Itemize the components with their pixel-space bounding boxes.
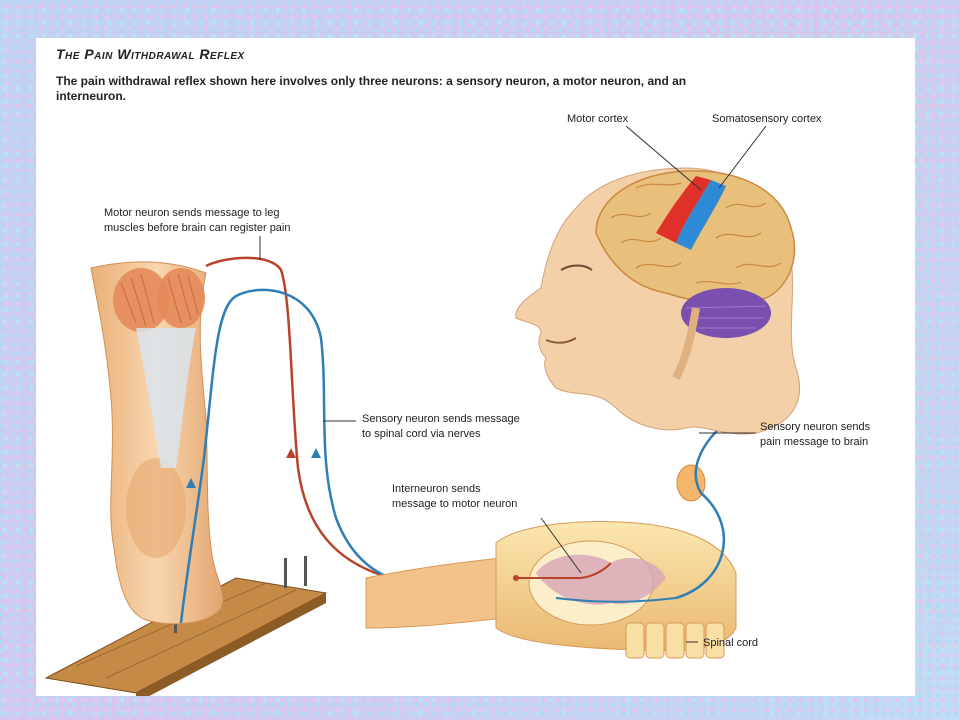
sensory-brain-label-line2: pain message to brain (760, 436, 869, 448)
page-title: The Pain Withdrawal Reflex (56, 46, 245, 62)
motor-neuron-label-line2: muscles before brain can register pain (104, 222, 291, 234)
slide: The Pain Withdrawal Reflex The pain with… (36, 38, 915, 696)
sensory-spinal-label-line1: Sensory neuron sends message (362, 413, 520, 425)
spinal-cord (365, 521, 737, 659)
spinal-cord-label: Spinal cord (703, 637, 759, 649)
dorsal-root-ganglion (676, 464, 706, 502)
arrow-down-icon (186, 478, 196, 488)
reflex-illustration (44, 125, 801, 696)
brain (595, 170, 796, 380)
somatosensory-cortex-label: Somatosensory cortex (712, 113, 822, 125)
interneuron-label-line1: Interneuron sends (392, 483, 481, 495)
arrow-down-icon (286, 448, 296, 458)
sensory-brain-label-line1: Sensory neuron sends (760, 421, 871, 433)
sensory-spinal-label-line2: to spinal cord via nerves (362, 428, 481, 440)
arrow-down-icon (311, 448, 321, 458)
leader-lines (259, 125, 767, 643)
interneuron-label-line2: message to motor neuron (392, 498, 518, 510)
leg-and-foot (90, 261, 224, 625)
intro-text: The pain withdrawal reflex shown here in… (56, 74, 687, 103)
motor-neuron-label-line1: Motor neuron sends message to leg (104, 207, 280, 219)
motor-cortex-label: Motor cortex (567, 113, 629, 125)
